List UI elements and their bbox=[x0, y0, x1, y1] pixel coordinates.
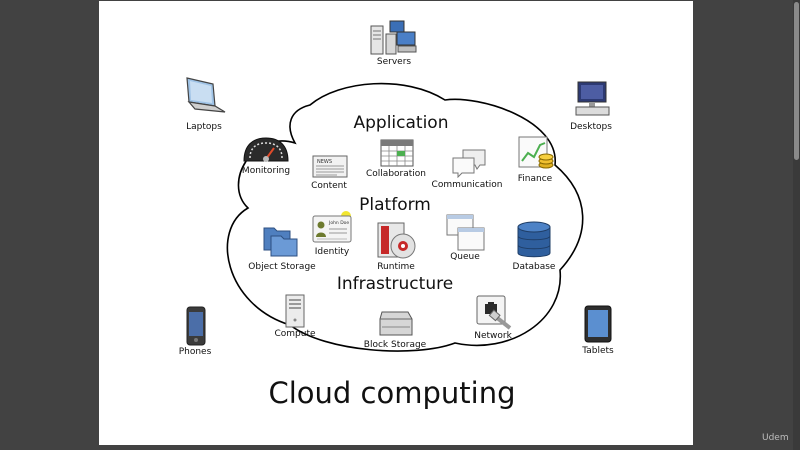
desktop-icon bbox=[575, 81, 610, 116]
layer-title-platform: Platform bbox=[359, 195, 431, 215]
runtime-icon bbox=[377, 222, 416, 259]
network-icon bbox=[476, 295, 512, 330]
label-monitoring: Monitoring bbox=[241, 166, 291, 176]
compute-icon bbox=[285, 294, 305, 328]
identity-card-name: John Doe bbox=[328, 220, 349, 226]
identity-icon: John Doe bbox=[312, 211, 352, 243]
database-icon bbox=[517, 221, 551, 258]
label-desktops: Desktops bbox=[570, 122, 612, 132]
layer-title-application: Application bbox=[353, 113, 449, 133]
label-tablets: Tablets bbox=[582, 346, 614, 356]
label-phones: Phones bbox=[178, 347, 212, 357]
label-queue: Queue bbox=[450, 252, 480, 262]
label-finance: Finance bbox=[517, 174, 553, 184]
label-servers: Servers bbox=[376, 57, 412, 67]
watermark-logo: Udem bbox=[762, 433, 789, 443]
content-icon: NEWS bbox=[312, 155, 348, 178]
label-block-storage: Block Storage bbox=[363, 340, 427, 350]
layer-title-infrastructure: Infrastructure bbox=[336, 274, 454, 294]
label-runtime: Runtime bbox=[377, 262, 415, 272]
finance-icon bbox=[518, 136, 554, 169]
communication-icon bbox=[452, 149, 486, 178]
scrollbar-thumb[interactable] bbox=[794, 2, 799, 160]
block-storage-icon bbox=[379, 311, 413, 336]
diagram-title: Cloud computing bbox=[268, 376, 516, 410]
collaboration-icon bbox=[380, 139, 414, 167]
label-identity: Identity bbox=[314, 247, 350, 257]
tablet-icon bbox=[584, 305, 612, 343]
scrollbar-track[interactable] bbox=[793, 0, 800, 450]
label-collaboration: Collaboration bbox=[366, 169, 426, 179]
monitoring-icon bbox=[243, 137, 289, 162]
queue-icon bbox=[446, 214, 485, 251]
label-network: Network bbox=[474, 331, 512, 341]
label-object-storage: Object Storage bbox=[248, 262, 316, 272]
object-storage-icon bbox=[263, 227, 298, 257]
servers-icon bbox=[370, 20, 417, 55]
laptop-icon bbox=[186, 77, 226, 113]
label-laptops: Laptops bbox=[186, 122, 222, 132]
label-content: Content bbox=[311, 181, 347, 191]
phone-icon bbox=[186, 306, 206, 346]
label-communication: Communication bbox=[431, 180, 503, 190]
label-compute: Compute bbox=[274, 329, 316, 339]
content-news-text: NEWS bbox=[317, 159, 332, 165]
label-database: Database bbox=[512, 262, 556, 272]
cloud-shape bbox=[226, 82, 584, 352]
